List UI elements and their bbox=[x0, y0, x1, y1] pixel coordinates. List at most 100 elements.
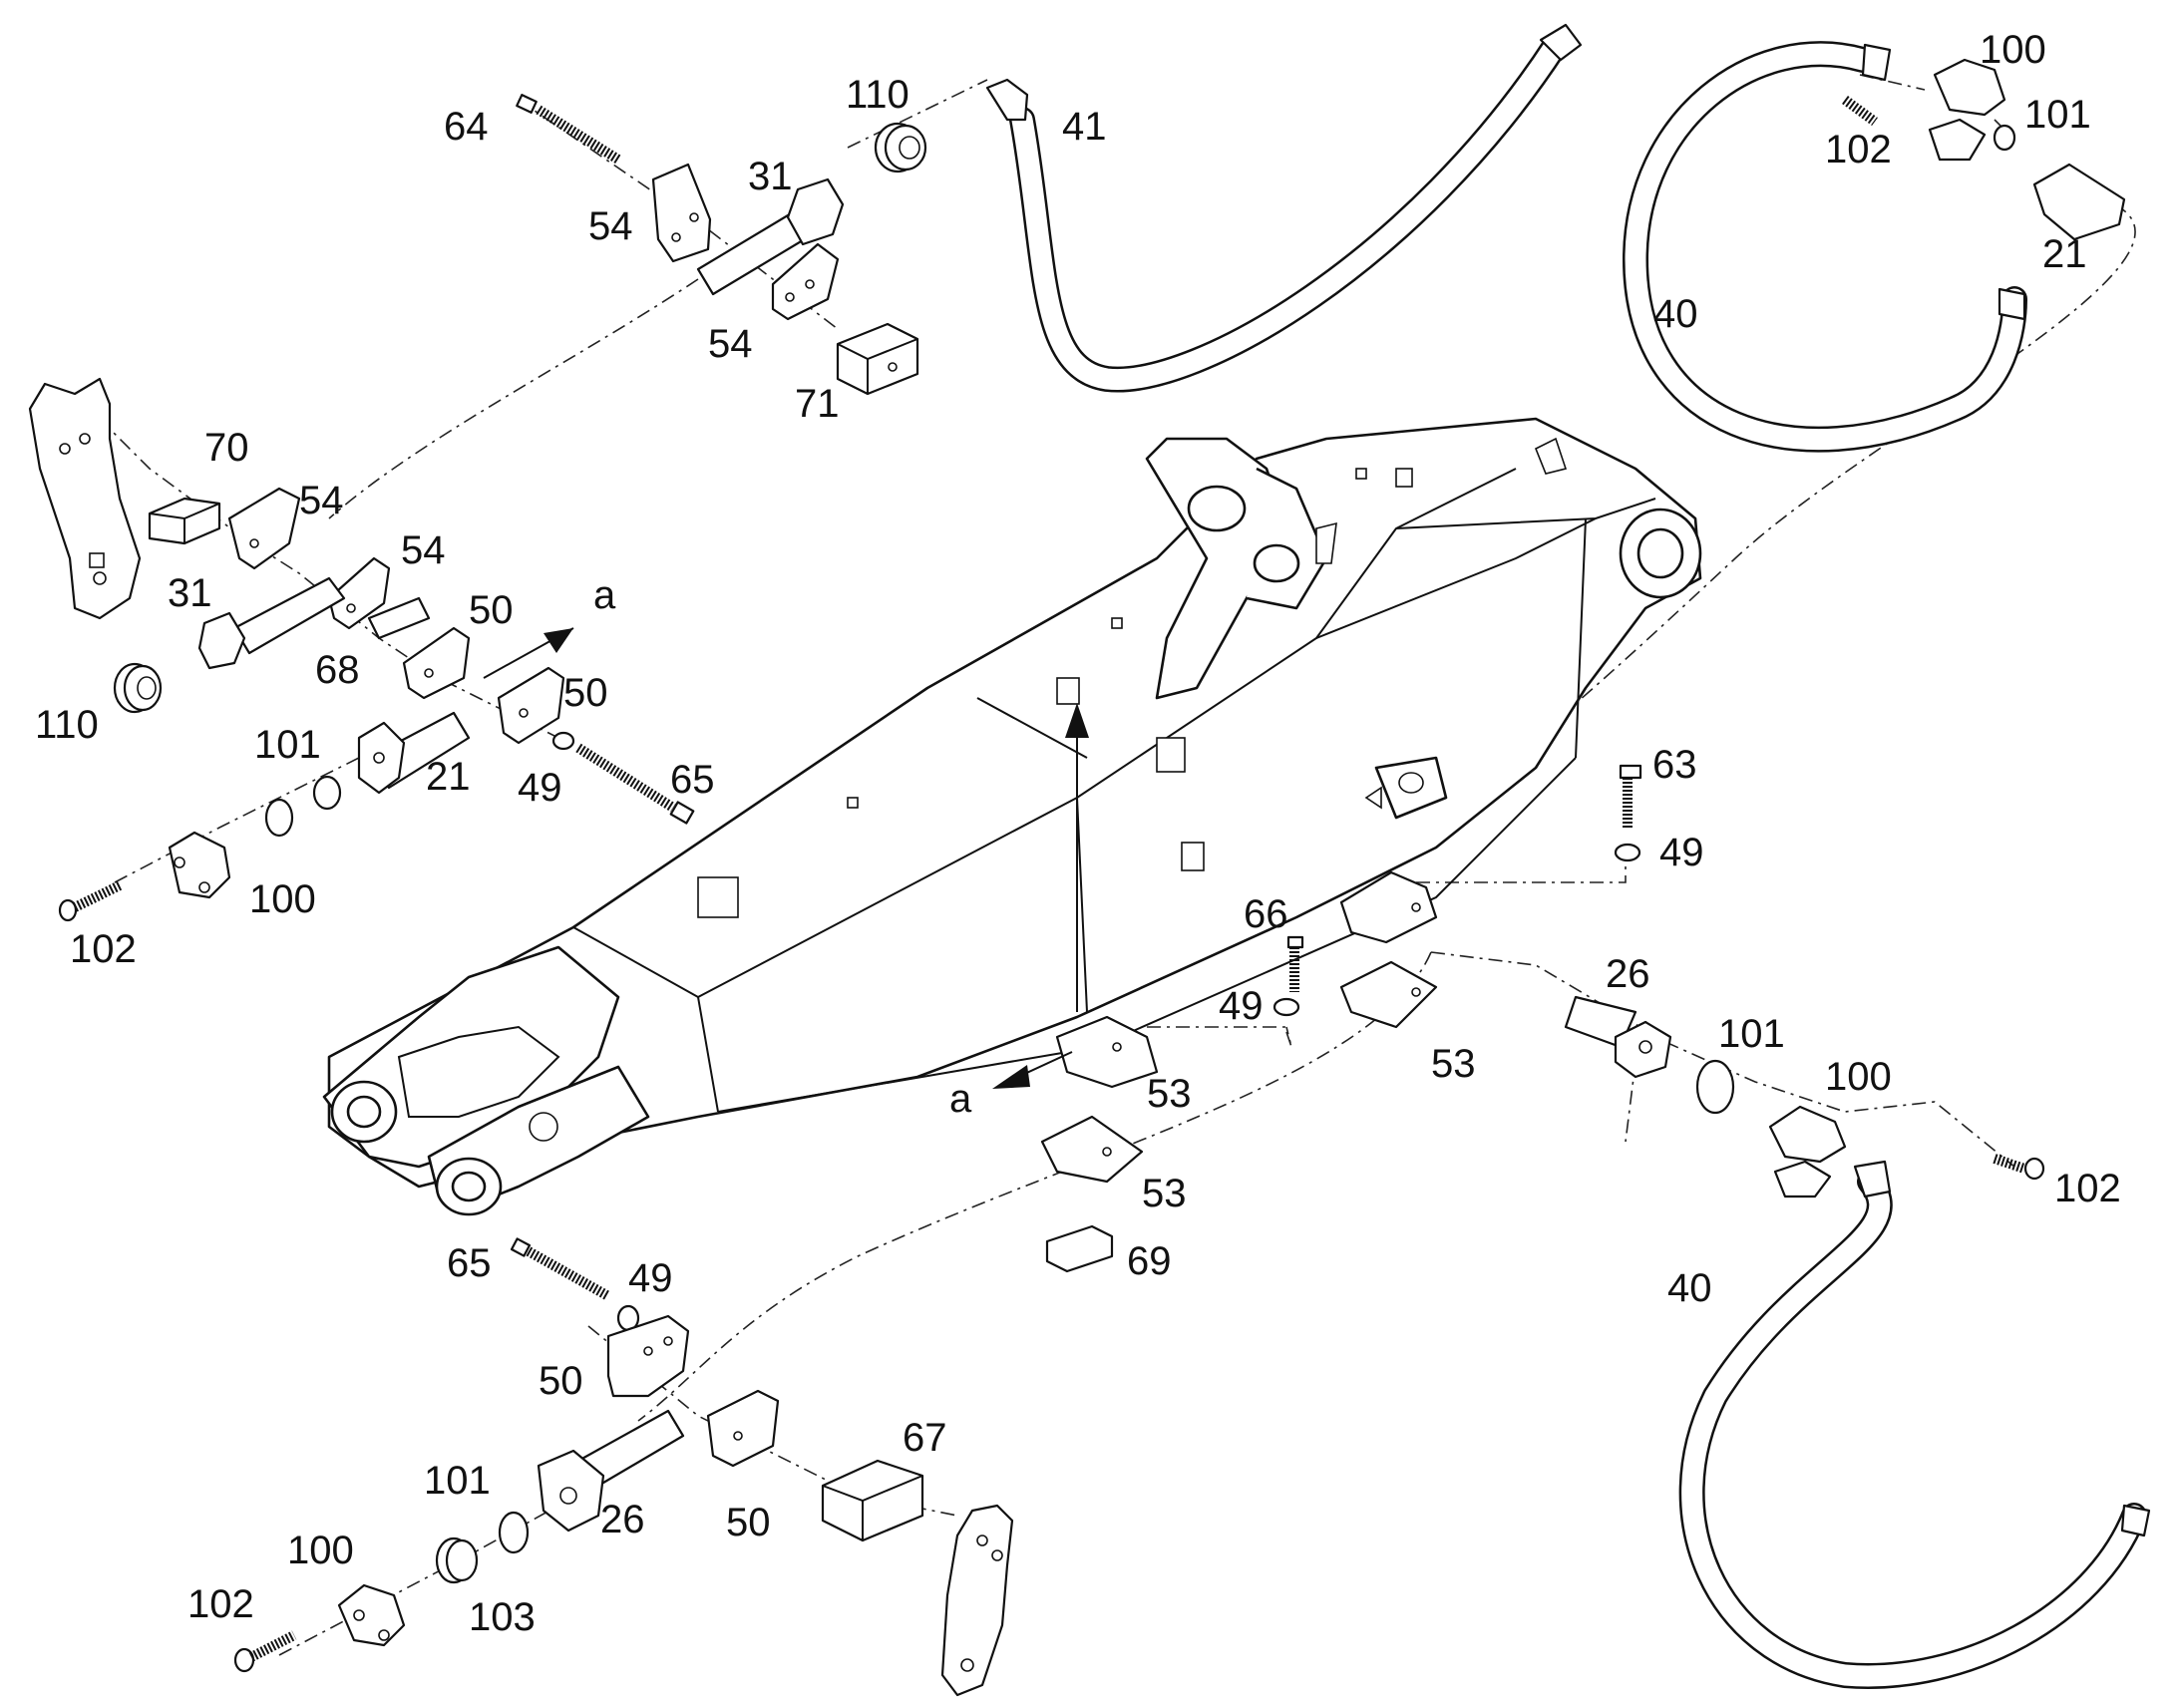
callout-102: 102 bbox=[187, 1582, 254, 1626]
callout-103: 103 bbox=[469, 1595, 536, 1639]
flange-21-left bbox=[357, 711, 471, 795]
hose-40-lower bbox=[1678, 1160, 2151, 1689]
clamp-100-left bbox=[168, 831, 231, 899]
spring-110-left bbox=[113, 662, 163, 714]
callout-21: 21 bbox=[2042, 232, 2087, 276]
callout-102: 102 bbox=[1825, 128, 1892, 171]
callout-101: 101 bbox=[254, 723, 321, 767]
clamp-half-53-middle-a bbox=[1055, 1015, 1159, 1089]
block-71 bbox=[836, 322, 919, 396]
callout-31: 31 bbox=[168, 571, 212, 615]
clamp-100-lower bbox=[337, 1583, 406, 1647]
callout-50: 50 bbox=[539, 1359, 583, 1403]
clamp-half-50-left-a bbox=[402, 626, 471, 700]
callout-65: 65 bbox=[670, 758, 715, 802]
callout-53: 53 bbox=[1142, 1172, 1187, 1215]
callout-41: 41 bbox=[1062, 105, 1107, 149]
bolt-66 bbox=[1286, 935, 1304, 992]
bolt-64 bbox=[516, 94, 621, 165]
bolt-102-left bbox=[58, 880, 123, 922]
ring-101-upper-right bbox=[1993, 124, 2016, 152]
block-69 bbox=[1045, 1224, 1114, 1273]
callout-102: 102 bbox=[70, 927, 137, 971]
arm-boom-body bbox=[322, 417, 1702, 1216]
callout-71: 71 bbox=[795, 382, 840, 426]
callout-102: 102 bbox=[2054, 1167, 2121, 1210]
view-arrow-a-lower bbox=[992, 703, 1089, 1089]
callout-66: 66 bbox=[1244, 892, 1288, 936]
callout-101: 101 bbox=[424, 1459, 491, 1503]
callout-50: 50 bbox=[726, 1501, 771, 1544]
clamp-half-54-left-b bbox=[327, 556, 391, 630]
callout-40: 40 bbox=[1653, 292, 1698, 336]
seal-left bbox=[264, 798, 294, 838]
callout-110: 110 bbox=[35, 703, 99, 747]
callout-26: 26 bbox=[1606, 952, 1650, 996]
clamp-half-50-lower-a bbox=[606, 1314, 690, 1398]
clamp-half-53-right-a bbox=[1339, 870, 1438, 944]
callout-49: 49 bbox=[628, 1256, 673, 1300]
view-label-a: a bbox=[593, 573, 616, 617]
callout-21: 21 bbox=[426, 755, 471, 799]
callout-50: 50 bbox=[469, 588, 514, 632]
callout-70: 70 bbox=[204, 426, 249, 470]
hose-40-upper bbox=[1622, 41, 2027, 453]
bolt-65-lower bbox=[510, 1237, 611, 1301]
washer-49-middle bbox=[1272, 997, 1300, 1017]
callout-100: 100 bbox=[249, 877, 316, 921]
ring-101-right bbox=[1695, 1059, 1735, 1115]
view-label-a: a bbox=[949, 1077, 972, 1121]
bolt-63 bbox=[1619, 764, 1642, 828]
bolt-102-right bbox=[1993, 1154, 2045, 1181]
bracket-lower bbox=[940, 1504, 1014, 1697]
callout-49: 49 bbox=[1659, 831, 1704, 874]
clamp-half-50-lower-b bbox=[706, 1389, 780, 1468]
block-67 bbox=[821, 1459, 924, 1542]
callout-101: 101 bbox=[1718, 1012, 1785, 1056]
block-70 bbox=[148, 497, 221, 545]
flange-26-lower bbox=[537, 1409, 685, 1533]
clamp-half-54-left-a bbox=[227, 487, 301, 570]
callout-110: 110 bbox=[846, 73, 909, 117]
callout-53: 53 bbox=[1147, 1072, 1192, 1116]
callout-65: 65 bbox=[447, 1241, 492, 1285]
ring-101-left bbox=[312, 775, 342, 811]
plug-103 bbox=[435, 1537, 479, 1584]
clamp-half-50-left-b bbox=[497, 666, 565, 745]
bracket-left bbox=[28, 377, 142, 620]
callout-100: 100 bbox=[1825, 1055, 1892, 1099]
spring-110-upper bbox=[874, 122, 927, 173]
clamp-100-right bbox=[1768, 1105, 1847, 1198]
callout-54: 54 bbox=[588, 204, 633, 248]
callout-67: 67 bbox=[903, 1416, 947, 1460]
callout-53: 53 bbox=[1431, 1042, 1476, 1086]
clamp-half-53-middle-b bbox=[1040, 1115, 1144, 1184]
callout-64: 64 bbox=[444, 105, 489, 149]
bolt-65-left bbox=[575, 743, 695, 825]
bolt-102-upper-right bbox=[1842, 95, 1878, 127]
clamp-100-upper-right bbox=[1928, 58, 2006, 162]
callout-100: 100 bbox=[1980, 28, 2046, 72]
callout-54: 54 bbox=[401, 528, 446, 572]
washer-49-right bbox=[1614, 843, 1641, 862]
callout-68: 68 bbox=[315, 648, 360, 692]
clamp-half-53-right-b bbox=[1339, 960, 1438, 1029]
fitting-31-upper bbox=[696, 177, 845, 296]
callout-101: 101 bbox=[2024, 93, 2091, 137]
callout-63: 63 bbox=[1652, 743, 1697, 787]
clamp-half-54-upper-a bbox=[651, 163, 712, 263]
clamp-half-54-upper-b bbox=[771, 242, 840, 321]
callout-40: 40 bbox=[1667, 1266, 1712, 1310]
callout-69: 69 bbox=[1127, 1239, 1172, 1283]
callout-26: 26 bbox=[600, 1498, 645, 1541]
callout-49: 49 bbox=[518, 766, 562, 810]
callout-54: 54 bbox=[708, 322, 753, 366]
flange-21-upper-right bbox=[2032, 163, 2126, 241]
flange-26-right bbox=[1564, 995, 1672, 1079]
callout-54: 54 bbox=[299, 479, 344, 522]
bolt-102-lower bbox=[233, 1630, 297, 1673]
callout-labels: 64 110 41 31 54 54 71 70 54 54 31 68 50 … bbox=[35, 28, 2121, 1639]
view-arrow-a-upper bbox=[483, 627, 574, 679]
plate-68 bbox=[367, 596, 431, 640]
